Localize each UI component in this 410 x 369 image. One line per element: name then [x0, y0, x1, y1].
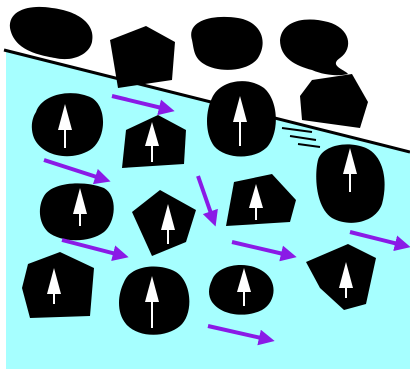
floating-object — [280, 19, 348, 75]
submerged-object — [119, 267, 189, 335]
floating-object — [110, 26, 175, 88]
submerged-object — [32, 93, 103, 156]
floating-object — [191, 17, 262, 70]
submerged-object — [207, 81, 276, 156]
floating-object — [10, 7, 93, 59]
floating-object — [300, 74, 368, 128]
submerged-object — [40, 183, 114, 240]
submerged-object — [209, 265, 274, 315]
submerged-object — [316, 144, 384, 222]
